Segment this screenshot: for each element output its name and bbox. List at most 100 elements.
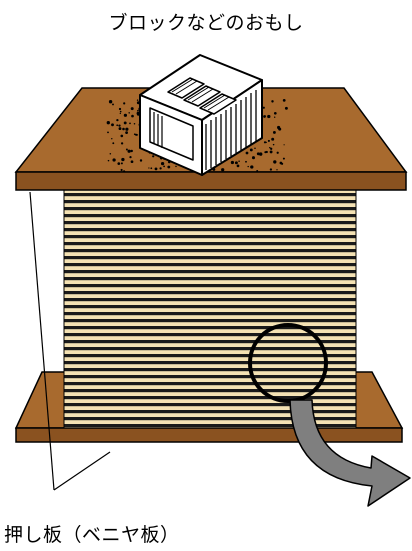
gravel-speck [148,167,149,168]
gravel-speck [278,128,281,131]
gravel-speck [123,102,125,104]
gravel-speck [129,123,131,125]
gravel-speck [235,161,238,164]
veneer-layer-line [64,319,356,322]
veneer-layer-line [64,207,356,210]
gravel-speck [247,166,248,167]
gravel-speck [150,167,152,169]
gravel-speck [276,169,277,170]
gravel-speck [123,170,125,172]
veneer-layer-line [64,361,356,364]
veneer-layer-line [64,368,356,371]
gravel-speck [231,161,234,164]
gravel-speck [264,151,266,153]
gravel-speck [127,150,130,153]
veneer-layer-line [64,291,356,294]
gravel-speck [107,121,110,124]
gravel-speck [128,112,129,113]
veneer-layer-line [64,263,356,266]
gravel-speck [120,113,121,114]
gravel-speck [125,131,128,134]
gravel-speck [119,108,121,110]
veneer-layer-line [64,235,356,238]
gravel-speck [270,168,272,170]
gravel-speck [273,160,276,163]
veneer-layer-line [64,256,356,259]
gravel-speck [285,107,288,110]
gravel-speck [131,107,134,110]
gravel-speck [265,115,266,116]
gravel-speck [125,128,128,131]
gravel-speck [250,148,253,151]
press-board-label: 押し板（ベニヤ板） [4,520,180,547]
gravel-speck [273,144,275,146]
veneer-layer-line [64,242,356,245]
gravel-speck [109,100,112,103]
gravel-speck [238,161,239,162]
veneer-layer-line [64,249,356,252]
gravel-speck [137,110,139,112]
gravel-speck [271,138,274,141]
gravel-speck [283,99,286,102]
gravel-speck [111,138,112,139]
gravel-speck [112,103,114,105]
gravel-speck [155,167,158,170]
gravel-speck [134,123,136,125]
gravel-speck [121,142,123,144]
gravel-speck [245,161,247,163]
gravel-speck [252,156,255,159]
gravel-speck [119,127,122,130]
veneer-layer-line [64,312,356,315]
gravel-speck [237,165,240,168]
gravel-speck [110,153,112,155]
gravel-speck [267,115,270,118]
gravel-speck [274,117,275,118]
veneer-layer-line [64,375,356,378]
gravel-speck [111,123,114,126]
gravel-speck [117,162,120,165]
gravel-speck [270,150,273,153]
veneer-layer-line [64,354,356,357]
veneer-layer-line [64,298,356,301]
veneer-layer-line [64,200,356,203]
veneer-layer-line [64,193,356,196]
gravel-speck [124,121,127,124]
gravel-speck [108,160,110,162]
gravel-speck [121,169,123,171]
veneer-layer-line [64,214,356,217]
gravel-speck [126,149,128,151]
gravel-speck [140,159,142,161]
gravel-speck [118,124,120,126]
gravel-speck [112,142,114,144]
gravel-speck [283,158,285,160]
gravel-speck [122,128,125,131]
gravel-speck [175,166,177,168]
veneer-layer-line [64,305,356,308]
gravel-speck [264,141,266,143]
veneer-layer-line [64,277,356,280]
gravel-speck [116,119,118,121]
gravel-speck [116,124,118,126]
gravel-speck [152,155,154,157]
gravel-speck [167,166,170,169]
gravel-speck [280,162,283,165]
gravel-speck [129,156,131,158]
gravel-speck [124,114,127,117]
gravel-speck [221,168,224,171]
gravel-speck [131,160,134,163]
gravel-speck [163,166,165,168]
gravel-speck [134,133,136,135]
veneer-layer-line [64,270,356,273]
gravel-speck [120,111,122,113]
gravel-speck [107,131,109,133]
gravel-speck [284,144,285,145]
gravel-speck [112,158,115,161]
gravel-speck [120,135,123,138]
veneer-layer-line [64,326,356,329]
veneer-layer-line [64,340,356,343]
gravel-speck [137,99,139,101]
veneer-layer-line [64,347,356,350]
gravel-speck [246,152,249,155]
gravel-speck [130,150,132,152]
